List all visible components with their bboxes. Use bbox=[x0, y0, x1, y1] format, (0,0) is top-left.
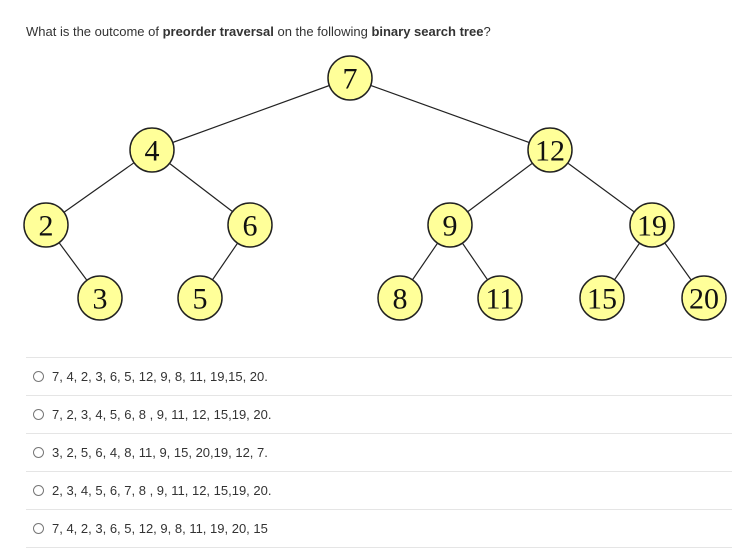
answer-option-2[interactable]: 7, 2, 3, 4, 5, 6, 8 , 9, 11, 12, 15,19, … bbox=[26, 396, 732, 434]
tree-node-5-label: 5 bbox=[193, 283, 208, 316]
tree-node-4-label: 4 bbox=[145, 135, 160, 168]
tree-node-15-label: 15 bbox=[587, 283, 617, 316]
answer-option-4[interactable]: 2, 3, 4, 5, 6, 7, 8 , 9, 11, 12, 15,19, … bbox=[26, 472, 732, 510]
tree-node-9-label: 9 bbox=[443, 210, 458, 243]
radio-button[interactable] bbox=[33, 447, 44, 458]
tree-node-4: 4 bbox=[129, 127, 175, 173]
tree-node-8: 8 bbox=[377, 275, 423, 321]
answer-option-1[interactable]: 7, 4, 2, 3, 6, 5, 12, 9, 8, 11, 19,15, 2… bbox=[26, 358, 732, 396]
tree-node-3: 3 bbox=[77, 275, 123, 321]
radio-button[interactable] bbox=[33, 409, 44, 420]
radio-button[interactable] bbox=[33, 485, 44, 496]
tree-node-20-label: 20 bbox=[689, 283, 719, 316]
tree-node-15: 15 bbox=[579, 275, 625, 321]
tree-node-12-label: 12 bbox=[535, 135, 565, 168]
tree-node-5: 5 bbox=[177, 275, 223, 321]
radio-button[interactable] bbox=[33, 371, 44, 382]
answer-option-5[interactable]: 7, 4, 2, 3, 6, 5, 12, 9, 8, 11, 19, 20, … bbox=[26, 510, 732, 548]
tree-node-6-label: 6 bbox=[243, 210, 258, 243]
radio-button[interactable] bbox=[33, 523, 44, 534]
answer-option-label: 3, 2, 5, 6, 4, 8, 11, 9, 15, 20,19, 12, … bbox=[52, 445, 268, 460]
binary-search-tree-diagram: 7 4 12 2 6 9 19 3 5 8 11 15 bbox=[23, 55, 727, 321]
tree-node-2-label: 2 bbox=[39, 210, 54, 243]
question-middle: on the following bbox=[273, 24, 372, 39]
tree-node-9: 9 bbox=[427, 202, 473, 248]
question-text: What is the outcome of preorder traversa… bbox=[26, 24, 491, 39]
tree-node-19-label: 19 bbox=[637, 210, 667, 243]
tree-node-7: 7 bbox=[327, 55, 373, 101]
tree-node-12: 12 bbox=[527, 127, 573, 173]
tree-node-2: 2 bbox=[23, 202, 69, 248]
tree-node-11-label: 11 bbox=[486, 283, 515, 316]
tree-node-20: 20 bbox=[681, 275, 727, 321]
answer-option-label: 7, 2, 3, 4, 5, 6, 8 , 9, 11, 12, 15,19, … bbox=[52, 407, 272, 422]
tree-node-11: 11 bbox=[477, 275, 523, 321]
edge-7-12 bbox=[349, 77, 551, 151]
question-suffix: ? bbox=[483, 24, 491, 39]
edge-7-4 bbox=[151, 77, 351, 151]
answer-options: 7, 4, 2, 3, 6, 5, 12, 9, 8, 11, 19,15, 2… bbox=[26, 357, 732, 548]
answer-option-label: 7, 4, 2, 3, 6, 5, 12, 9, 8, 11, 19, 20, … bbox=[52, 521, 268, 536]
answer-option-label: 2, 3, 4, 5, 6, 7, 8 , 9, 11, 12, 15,19, … bbox=[52, 483, 272, 498]
answer-option-label: 7, 4, 2, 3, 6, 5, 12, 9, 8, 11, 19,15, 2… bbox=[52, 369, 268, 384]
question-prefix: What is the outcome of bbox=[26, 24, 163, 39]
tree-node-3-label: 3 bbox=[93, 283, 108, 316]
question-bold-bst: binary search tree bbox=[371, 24, 484, 39]
tree-node-6: 6 bbox=[227, 202, 273, 248]
tree-node-19: 19 bbox=[629, 202, 675, 248]
question-bold-preorder: preorder traversal bbox=[162, 24, 274, 39]
tree-node-8-label: 8 bbox=[393, 283, 408, 316]
answer-option-3[interactable]: 3, 2, 5, 6, 4, 8, 11, 9, 15, 20,19, 12, … bbox=[26, 434, 732, 472]
tree-node-7-label: 7 bbox=[343, 63, 358, 96]
